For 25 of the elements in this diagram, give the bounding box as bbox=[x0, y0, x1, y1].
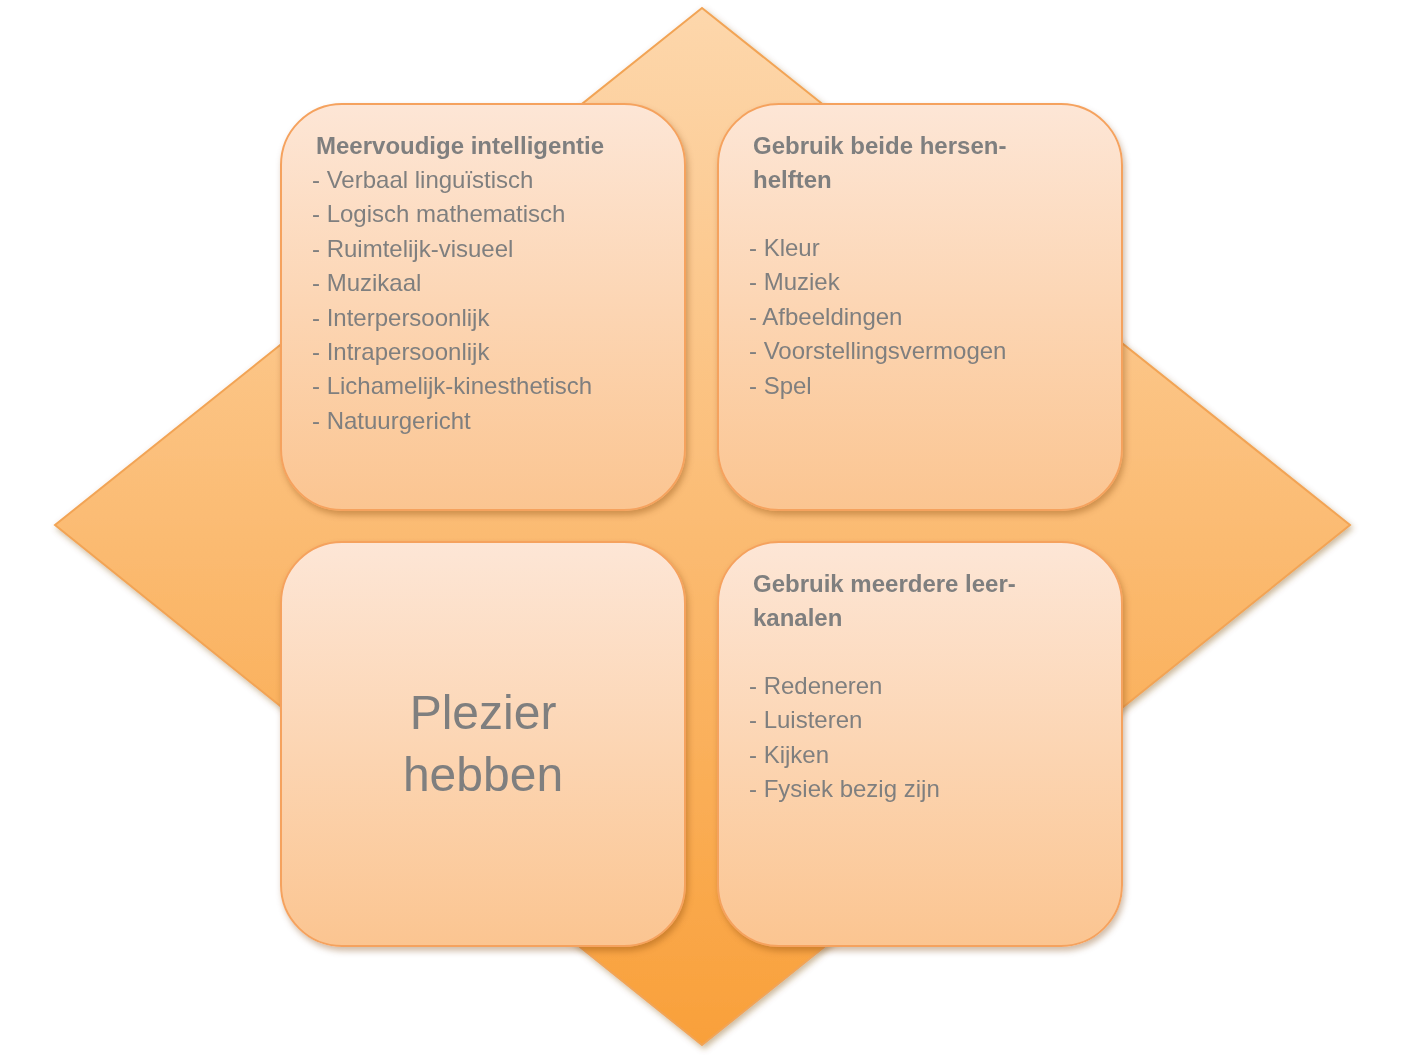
list-item: - Verbaal linguïstisch bbox=[312, 165, 535, 195]
list-item: - Afbeeldingen bbox=[749, 301, 904, 332]
list-item: - Muzikaal bbox=[312, 268, 423, 299]
list-item: - Redeneren bbox=[749, 671, 884, 701]
box-heading: Gebruik meerdere leer- kanalen bbox=[753, 569, 1017, 633]
list-item: - Voorstellingsvermogen bbox=[749, 336, 1008, 367]
list-item: - Kijken bbox=[749, 739, 831, 770]
list-item: - Interpersoonlijk bbox=[312, 302, 491, 333]
list-item: - Muziek bbox=[749, 267, 841, 298]
rounded-box bbox=[717, 541, 1123, 947]
box-heading: Gebruik beide hersen- helften bbox=[753, 131, 1008, 195]
list-item: - Luisteren bbox=[749, 705, 864, 736]
box-title: Plezier hebben bbox=[401, 685, 565, 803]
list-item: - Spel bbox=[749, 370, 813, 401]
list-item: - Fysiek bezig zijn bbox=[749, 774, 941, 805]
rounded-box bbox=[280, 103, 686, 511]
list-item: - Natuurgericht bbox=[312, 405, 472, 436]
list-item: - Logisch mathematisch bbox=[312, 199, 567, 230]
box-heading: Meervoudige intelligentie bbox=[316, 131, 606, 161]
rounded-box bbox=[717, 103, 1123, 511]
list-item: - Lichamelijk-kinesthetisch bbox=[312, 371, 594, 402]
list-item: - Ruimtelijk-visueel bbox=[312, 233, 515, 264]
rounded-box bbox=[280, 541, 686, 947]
list-item: - Intrapersoonlijk bbox=[312, 337, 491, 368]
list-item: - Kleur bbox=[749, 233, 821, 263]
